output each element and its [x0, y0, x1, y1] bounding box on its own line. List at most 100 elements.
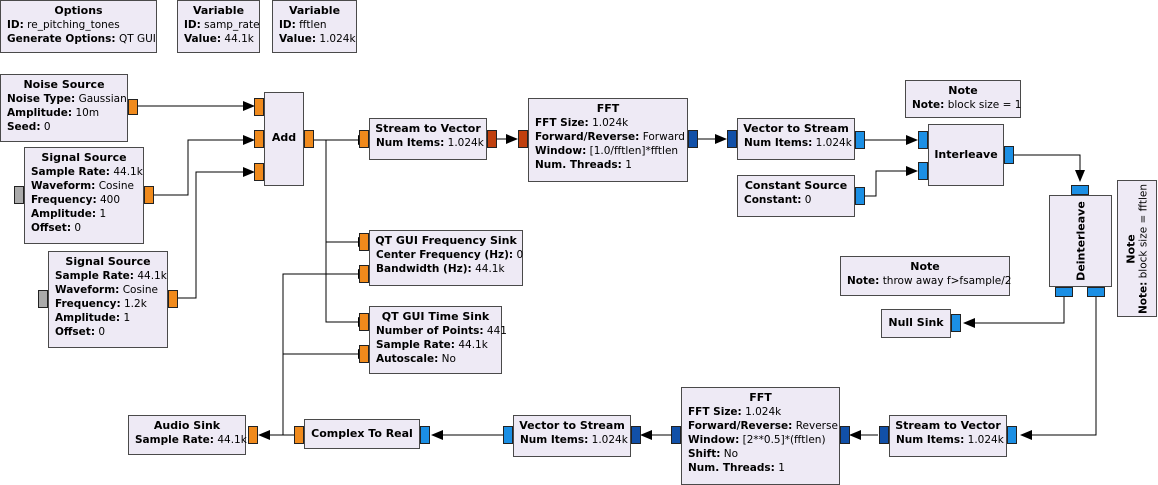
interleave-out-port[interactable] — [1004, 146, 1014, 164]
block-title: Options — [54, 4, 103, 17]
param-label: Shift: — [688, 448, 721, 460]
param-value: 44.1k — [113, 166, 143, 178]
conn-add-freqsink — [314, 139, 370, 247]
fft-forward-block[interactable]: FFT FFT Size: 1.024k Forward/Reverse: Fo… — [528, 98, 688, 182]
time-sink-in0-port[interactable] — [359, 313, 369, 331]
stream-to-vector-2-out-port[interactable] — [879, 426, 889, 444]
variable-fftlen-block[interactable]: Variable ID: fftlen Value: 1.024k — [272, 0, 357, 53]
block-title: Vector to Stream — [519, 419, 625, 432]
param-value: 0 — [74, 222, 82, 234]
null-sink-block[interactable]: Null Sink — [881, 309, 951, 338]
deinterleave-out1-port[interactable] — [1087, 287, 1105, 297]
add-in1-port[interactable] — [254, 130, 264, 148]
signal-source-400-out-port[interactable] — [144, 186, 154, 204]
param-label: Sample Rate: — [376, 339, 455, 351]
signal-source-1200-block[interactable]: Signal Source Sample Rate: 44.1k Wavefor… — [48, 251, 168, 348]
param-label: Frequency: — [55, 298, 121, 310]
vector-to-stream-1-block[interactable]: Vector to Stream Num Items: 1.024k — [737, 118, 855, 160]
signal-source-1200-out-port[interactable] — [168, 290, 178, 308]
param-label: Sample Rate: — [135, 434, 214, 446]
block-title: QT GUI Time Sink — [381, 310, 490, 323]
null-sink-in-port[interactable] — [951, 314, 961, 332]
param-value: 44.1k — [475, 263, 505, 275]
complex-to-real-block[interactable]: Complex To Real — [304, 419, 420, 449]
note-block-size-fftlen[interactable]: Note Note: block size = fftlen — [1117, 180, 1157, 317]
constant-source-out-port[interactable] — [855, 187, 865, 205]
stream-to-vector-2-in-port[interactable] — [1007, 426, 1017, 444]
param-label: Forward/Reverse: — [688, 420, 793, 432]
param-label: Amplitude: — [55, 312, 121, 324]
block-title: Signal Source — [41, 151, 127, 164]
param-value: samp_rate — [204, 19, 260, 31]
param-value: 1 — [778, 462, 785, 474]
noise-out-port[interactable] — [128, 99, 138, 115]
variable-samp-rate-block[interactable]: Variable ID: samp_rate Value: 44.1k — [177, 0, 260, 53]
qt-gui-frequency-sink-block[interactable]: QT GUI Frequency Sink Center Frequency (… — [369, 230, 523, 286]
complex-to-real-in-port[interactable] — [420, 426, 430, 444]
signal-source-400-msg-port[interactable] — [14, 186, 24, 204]
param-value: 400 — [100, 194, 121, 206]
stream-to-vector-1-block[interactable]: Stream to Vector Num Items: 1.024k — [369, 118, 487, 160]
interleave-in1-port[interactable] — [918, 162, 928, 180]
param-value: No — [441, 353, 456, 365]
fft-forward-out-port[interactable] — [688, 130, 698, 148]
vector-to-stream-1-out-port[interactable] — [855, 131, 865, 149]
add-in0-port[interactable] — [254, 98, 264, 116]
deinterleave-in-port[interactable] — [1071, 185, 1089, 195]
stream-to-vector-1-in-port[interactable] — [359, 130, 369, 148]
param-label: Offset: — [55, 326, 96, 338]
audio-sink-block[interactable]: Audio Sink Sample Rate: 44.1k — [128, 415, 247, 455]
note-block-size[interactable]: Note Note: block size = 1 — [905, 80, 1021, 118]
block-title: Constant Source — [744, 179, 848, 192]
param-label: Bandwidth (Hz): — [376, 263, 472, 275]
param-value: throw away f>fsample/2 — [882, 275, 1012, 287]
fft-reverse-out-port[interactable] — [671, 426, 681, 444]
interleave-in0-port[interactable] — [918, 131, 928, 149]
fft-forward-in-port[interactable] — [518, 130, 528, 148]
interleave-block[interactable]: Interleave — [928, 124, 1004, 186]
add-block[interactable]: Add — [264, 92, 304, 186]
add-out-port[interactable] — [304, 130, 314, 148]
options-block[interactable]: Options ID: re_pitching_tones Generate O… — [0, 0, 157, 53]
conn-sig2-add — [178, 167, 255, 299]
param-value: No — [723, 448, 739, 460]
block-title: Interleave — [934, 148, 998, 161]
note-throw-away[interactable]: Note Note: throw away f>fsample/2 — [840, 256, 1012, 296]
noise-source-block[interactable]: Noise Source Noise Type: Gaussian Amplit… — [0, 74, 128, 142]
param-value: 0 — [804, 194, 812, 206]
vector-to-stream-2-in-port[interactable] — [631, 426, 641, 444]
param-value: 0 — [516, 249, 524, 261]
stream-to-vector-2-block[interactable]: Stream to Vector Num Items: 1.024k — [889, 415, 1007, 457]
param-value: [1.0/fftlen]*fftlen — [589, 145, 679, 157]
freq-sink-in1-port[interactable] — [359, 265, 369, 283]
freq-sink-in0-port[interactable] — [359, 233, 369, 251]
param-label: Frequency: — [31, 194, 97, 206]
time-sink-in1-port[interactable] — [359, 345, 369, 363]
vector-to-stream-1-in-port[interactable] — [727, 130, 737, 148]
deinterleave-out0-port[interactable] — [1055, 287, 1073, 297]
qt-gui-time-sink-block[interactable]: QT GUI Time Sink Number of Points: 441 S… — [369, 306, 507, 374]
fft-reverse-in-port[interactable] — [840, 426, 850, 444]
constant-source-block[interactable]: Constant Source Constant: 0 — [737, 175, 855, 217]
signal-source-400-block[interactable]: Signal Source Sample Rate: 44.1k Wavefor… — [24, 147, 144, 244]
param-value: 1.024k — [967, 434, 1004, 446]
complex-to-real-out-port[interactable] — [294, 426, 304, 444]
param-label: Num Items: — [896, 434, 965, 446]
deinterleave-block[interactable]: Deinterleave — [1049, 195, 1112, 287]
stream-to-vector-1-out-port[interactable] — [487, 130, 497, 148]
audio-sink-in-port[interactable] — [248, 426, 258, 444]
param-value: 1.024k — [319, 33, 356, 45]
signal-source-1200-msg-port[interactable] — [38, 290, 48, 308]
block-title: Audio Sink — [153, 419, 221, 432]
vector-to-stream-2-block[interactable]: Vector to Stream Num Items: 1.024k — [513, 415, 631, 457]
add-in2-port[interactable] — [254, 163, 264, 181]
vector-to-stream-2-out-port[interactable] — [503, 426, 513, 444]
param-label: Note: — [1137, 281, 1150, 314]
block-title: Note — [948, 84, 978, 97]
param-label: Center Frequency (Hz): — [376, 249, 514, 261]
param-label: Sample Rate: — [31, 166, 110, 178]
fft-reverse-block[interactable]: FFT FFT Size: 1.024k Forward/Reverse: Re… — [681, 387, 840, 485]
block-title: Stream to Vector — [375, 122, 481, 135]
